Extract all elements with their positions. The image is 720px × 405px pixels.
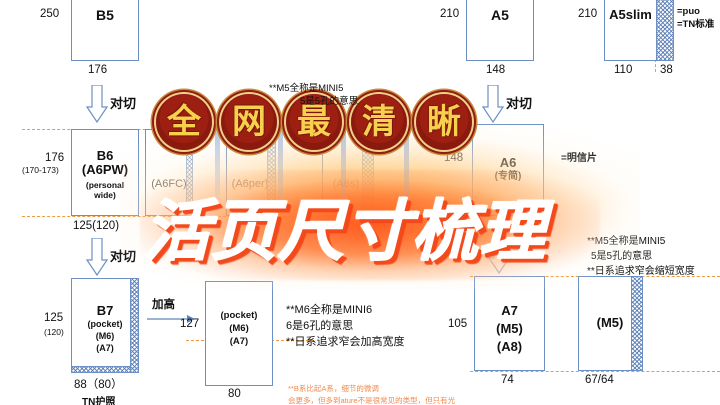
seal-badge-4: 清 bbox=[351, 94, 407, 150]
box-b5-label: B5 bbox=[96, 7, 114, 23]
box-a7: A7 (M5) (A8) bbox=[474, 276, 545, 371]
box-a5slim-label: A5slim bbox=[609, 7, 652, 22]
seal-stem-4 bbox=[404, 125, 409, 200]
box-b5: B5 bbox=[71, 0, 139, 61]
box-a5slim-width: 110 bbox=[614, 64, 633, 76]
box-b6-label-1: B6 bbox=[96, 148, 114, 163]
box-b6: B6 (A6PW) (personal wide) bbox=[71, 129, 139, 216]
seal-badge-3: 最 bbox=[286, 94, 342, 150]
box-m5-spine bbox=[631, 276, 643, 371]
arrow-grow-label: 加高 bbox=[152, 299, 175, 311]
guide-line-bottom-right bbox=[470, 371, 720, 372]
seal-stem-3 bbox=[341, 125, 346, 200]
box-m5-label: (M5) bbox=[596, 315, 624, 330]
box-b7-sub-2: (M6) bbox=[95, 331, 115, 341]
box-b6-width: 125(120) bbox=[73, 220, 120, 232]
note-m5-top-line-2: 5是5孔的意思 bbox=[300, 96, 359, 107]
box-pocket-label-2: (M6) bbox=[229, 323, 249, 334]
arrow-cut-a5-a6-label: 对切 bbox=[506, 96, 533, 111]
box-b7-label: B7 bbox=[96, 303, 114, 318]
box-a5-label: A5 bbox=[491, 7, 509, 23]
note-a6-postcard: =明信片 bbox=[561, 153, 597, 164]
arrow-cut-b6-b7-label: 对切 bbox=[110, 249, 137, 264]
note-m6-line-1: **M6全称是MINI6 bbox=[286, 304, 373, 316]
seal-badge-1: 全 bbox=[156, 94, 212, 150]
note-b-vs-a-line-1: **B系比起A系，细节的微调 bbox=[288, 384, 379, 393]
box-a5slim-spine-width: 38 bbox=[660, 64, 673, 76]
box-b5-width: 176 bbox=[88, 64, 108, 76]
seal-char-2: 网 bbox=[232, 102, 266, 142]
note-m5-line-1: **M5全称是MINI5 bbox=[587, 236, 666, 247]
box-a6-height: 148 bbox=[444, 152, 464, 164]
box-pocket-height: 127 bbox=[180, 318, 200, 330]
note-a5slim-puo: =puo bbox=[677, 6, 700, 17]
seal-badge-5: 晰 bbox=[416, 94, 472, 150]
box-b7-width: 88（80） bbox=[74, 379, 123, 391]
seal-char-4: 清 bbox=[362, 102, 396, 142]
box-b7: B7 (pocket) (M6) (A7) bbox=[71, 278, 139, 373]
box-a5: A5 bbox=[466, 0, 534, 61]
main-title: 活页尺寸梳理 bbox=[143, 192, 546, 270]
box-m5-width: 67/64 bbox=[585, 374, 614, 386]
note-m5-top-line-1: **M5全称是MINI5 bbox=[269, 83, 344, 94]
box-a7-height: 105 bbox=[448, 318, 468, 330]
note-m6-line-2: 6是6孔的意思 bbox=[286, 320, 354, 332]
seal-char-3: 最 bbox=[297, 102, 331, 142]
box-b7-height: 125 bbox=[44, 312, 64, 324]
seal-stem-1 bbox=[215, 125, 220, 200]
box-a5slim: A5slim bbox=[604, 0, 657, 61]
box-b7-sub-3: (A7) bbox=[96, 343, 114, 353]
note-m6-line-3: **日系追求窄会加高宽度 bbox=[286, 336, 405, 348]
box-a5slim-spine bbox=[656, 0, 674, 61]
arrow-grow bbox=[147, 313, 195, 325]
box-pocket-width: 80 bbox=[228, 388, 241, 400]
box-a5-width: 148 bbox=[486, 64, 506, 76]
box-b6-height: 176 bbox=[45, 152, 65, 164]
box-b7-footer: TN护照 bbox=[82, 397, 116, 405]
arrow-cut-b5-b6-label: 对切 bbox=[110, 96, 137, 111]
box-b6-sub-2: wide) bbox=[94, 190, 116, 200]
box-a5slim-height: 210 bbox=[578, 8, 598, 20]
box-b7-sub-1: (pocket) bbox=[87, 319, 123, 329]
box-a5-height: 210 bbox=[440, 8, 460, 20]
box-a7-width: 74 bbox=[501, 374, 514, 386]
box-pocket-label-1: (pocket) bbox=[220, 310, 258, 321]
arrow-cut-a5-a6 bbox=[482, 85, 504, 123]
arrow-cut-b5-b6 bbox=[86, 85, 108, 123]
box-b7-spine-bottom bbox=[71, 366, 131, 373]
box-a6-label: A6 bbox=[499, 155, 517, 170]
box-b7-height-sub: (120) bbox=[44, 327, 64, 337]
seal-badge-2: 网 bbox=[221, 94, 277, 150]
box-b7-spine-right bbox=[130, 278, 139, 373]
box-a7-label-2: (M5) bbox=[496, 321, 523, 336]
box-a7-label-1: A7 bbox=[501, 303, 518, 318]
note-m5-line-2: 5是5孔的意思 bbox=[591, 251, 653, 262]
box-b6-sub-1: (personal bbox=[85, 180, 125, 190]
arrow-cut-b6-b7 bbox=[86, 238, 108, 276]
box-pocket-m6-a7: (pocket) (M6) (A7) bbox=[205, 281, 273, 386]
note-a5slim-tn: =TN标准 bbox=[677, 19, 715, 30]
box-a7-label-3: (A8) bbox=[496, 339, 523, 354]
note-b-vs-a-line-2: 会更多，但多到ature不是很常见的类型，但只有光 bbox=[288, 396, 456, 405]
box-b5-height: 250 bbox=[40, 8, 60, 20]
seal-char-1: 全 bbox=[167, 102, 201, 142]
box-pocket-label-3: (A7) bbox=[229, 336, 249, 347]
seal-char-5: 晰 bbox=[427, 102, 461, 142]
box-b6-label-2: (A6PW) bbox=[81, 162, 129, 177]
seal-stem-2 bbox=[278, 125, 283, 200]
box-b6-height-sub: (170-173) bbox=[22, 165, 59, 175]
note-m5-line-3: **日系追求窄会缩短宽度 bbox=[587, 266, 695, 277]
